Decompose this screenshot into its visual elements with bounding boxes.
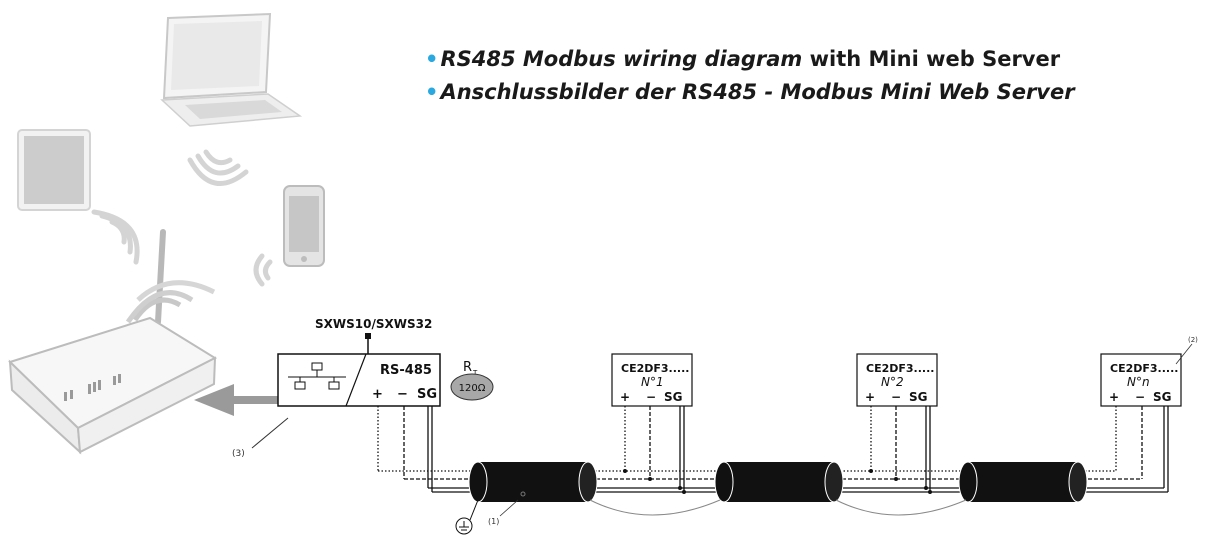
device-terminal-minus: − <box>891 390 901 404</box>
headline-german-italic: Anschlussbilder der RS485 - Modbus Mini … <box>440 80 1075 104</box>
earth-ground-icon <box>455 499 479 535</box>
bullet-icon: • <box>425 80 439 104</box>
device-model-label: CE2DF3..... <box>1110 362 1178 375</box>
device-number-label: N°n <box>1127 375 1150 389</box>
ws-terminal-plus: + <box>372 387 383 402</box>
termination-resistor: R T 120Ω <box>450 360 494 401</box>
device-2: CE2DF3..... N°2 + − SG <box>856 353 938 407</box>
shielded-cable <box>468 461 598 503</box>
device-terminal-plus: + <box>1109 390 1119 404</box>
device-model-label: CE2DF3..... <box>866 362 934 375</box>
wifi-waves-icon <box>91 209 140 265</box>
device-terminal-plus: + <box>620 390 630 404</box>
resistor-value: 120Ω <box>459 383 486 394</box>
headline-english-rest: with Mini web Server <box>802 47 1061 71</box>
device-terminal-plus: + <box>865 390 875 404</box>
device-number-label: N°2 <box>881 375 904 389</box>
callout-device-note: (2) <box>1188 336 1198 344</box>
network-topology-icon <box>288 362 346 390</box>
device-1: CE2DF3..... N°1 + − SG <box>611 353 693 407</box>
headline-german: •Anschlussbilder der RS485 - Modbus Mini… <box>425 80 1075 104</box>
headline-english: •RS485 Modbus wiring diagram with Mini w… <box>425 47 1060 71</box>
bullet-icon: • <box>425 47 439 71</box>
headline-english-italic: RS485 Modbus wiring diagram <box>440 47 803 71</box>
callout-ethernet: (3) <box>232 449 245 459</box>
laptop-icon <box>160 12 303 127</box>
device-n: CE2DF3..... N°n + − SG (2) <box>1100 336 1198 407</box>
ws-terminal-minus: − <box>397 387 408 402</box>
ws-terminal-sg: SG <box>417 387 437 402</box>
shielded-cable <box>958 461 1088 503</box>
device-terminal-sg: SG <box>1153 390 1172 404</box>
junction-dots <box>623 469 932 494</box>
webserver-module: SXWS10/SXWS32 RS-485 + − SG <box>277 317 441 407</box>
shielded-cable <box>714 461 844 503</box>
wifi-waves-icon <box>187 149 249 186</box>
device-number-label: N°1 <box>641 375 664 389</box>
device-terminal-minus: − <box>646 390 656 404</box>
device-terminal-sg: SG <box>909 390 928 404</box>
resistor-subscript: T <box>472 369 478 377</box>
webserver-model-label: SXWS10/SXWS32 <box>315 317 432 331</box>
smartphone-icon <box>283 185 325 267</box>
device-terminal-minus: − <box>1135 390 1145 404</box>
device-model-label: CE2DF3..... <box>621 362 689 375</box>
resistor-label: R <box>463 360 472 375</box>
callout-cable: (1) <box>488 517 499 526</box>
rs485-port-label: RS-485 <box>380 363 432 378</box>
shield-continuity-arcs <box>589 499 967 516</box>
device-terminal-sg: SG <box>664 390 683 404</box>
wifi-waves-icon <box>253 253 273 287</box>
router-icon <box>8 229 218 455</box>
tablet-icon <box>17 129 91 211</box>
